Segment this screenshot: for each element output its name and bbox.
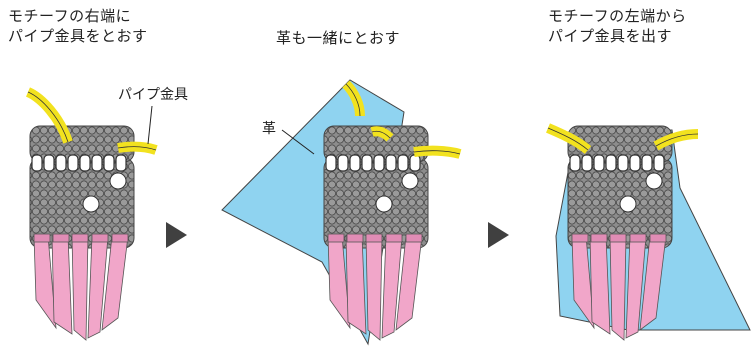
step1-hole-lower (82, 195, 100, 213)
pipe-fitting-label: パイプ金具 (118, 87, 188, 103)
step3-motif (567, 125, 673, 341)
step3-caption: モチーフの左端から パイプ金具を出す (548, 7, 687, 45)
step1-pipe-pointer (147, 105, 153, 145)
step1-hole-upper (109, 172, 127, 190)
next-arrow-2 (488, 222, 509, 248)
step2-motif (323, 125, 429, 341)
step1-caption: モチーフの右端に パイプ金具をとおす (8, 7, 148, 45)
step1-fringe (33, 235, 129, 341)
next-arrow-1 (166, 222, 187, 248)
step1-loops (31, 154, 127, 172)
step2-leather-pointer (281, 129, 315, 155)
step1-motif (29, 125, 135, 341)
leather-label: 革 (262, 121, 276, 137)
step2-caption: 革も一緒にとおす (276, 29, 401, 47)
step1-fringe-ties (33, 233, 129, 243)
